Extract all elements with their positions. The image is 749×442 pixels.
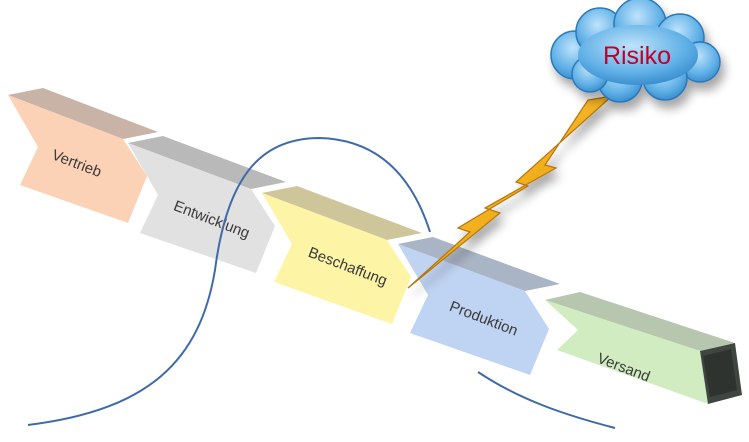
risk-label: Risiko [603,42,671,70]
step-beschaffung: Beschaffung [262,186,422,324]
step-entwicklung-face [128,143,275,273]
risk-cloud: Risiko [550,0,721,103]
step-produktion-face [398,244,549,375]
step-vertrieb-face [8,95,147,223]
cloud-icon [550,0,721,103]
step-vertrieb: Vertrieb [8,88,158,223]
step-entwicklung: Entwicklung [128,136,286,273]
lightning-bolt-icon [407,95,614,289]
step-beschaffung-face [262,193,411,324]
risk-curve [27,136,616,429]
step-produktion: Produktion [398,237,560,375]
step-versand: Versand [545,292,742,404]
step-versand-face [545,300,708,404]
